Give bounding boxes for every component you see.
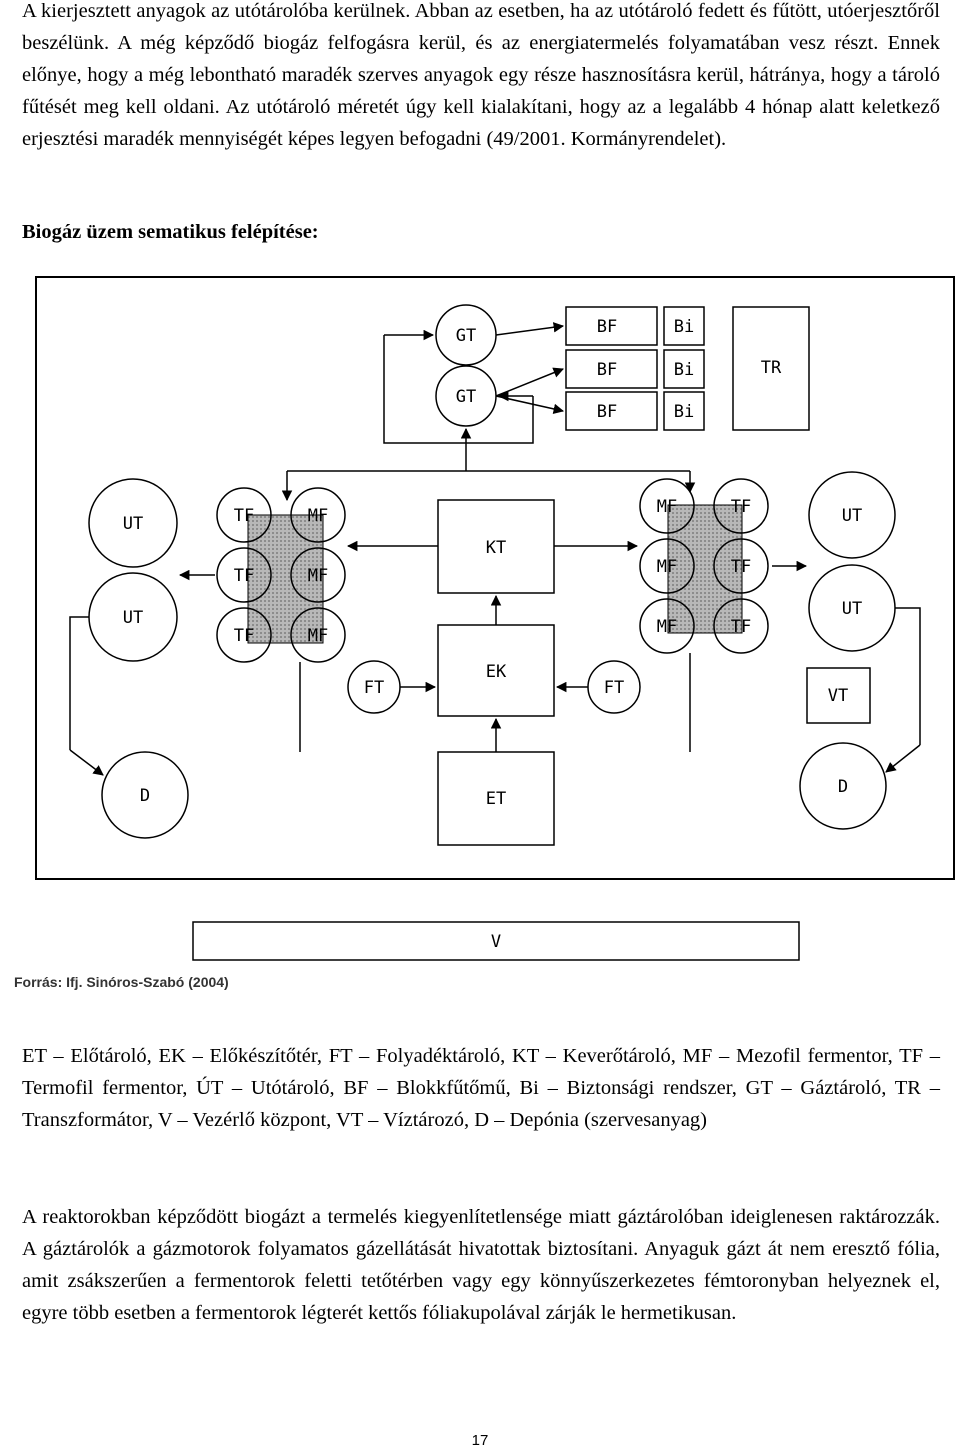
legend-paragraph: ET – Előtároló, EK – Előkészítőtér, FT –…: [22, 1045, 940, 1131]
ut-label: UT: [842, 506, 862, 526]
tf-label: TF: [731, 557, 751, 577]
ut-label: UT: [842, 599, 862, 619]
bf-label: BF: [597, 402, 617, 422]
diagram-heading: Biogáz üzem sematikus felépítése:: [22, 221, 319, 243]
gas-connectors: [281, 322, 696, 502]
ut-label: UT: [123, 514, 143, 534]
v-label: V: [491, 932, 501, 952]
diagram-source: Forrás: Ifj. Sinóros-Szabó (2004): [14, 974, 229, 990]
bf-label: BF: [597, 317, 617, 337]
mf-label: MF: [657, 497, 677, 517]
ft-label: FT: [604, 678, 624, 698]
vt-label: VT: [828, 686, 848, 706]
gt-label: GT: [456, 387, 476, 407]
flow-connectors: [69, 540, 921, 776]
control-center: V: [192, 921, 800, 961]
bi-label: Bi: [674, 360, 694, 380]
water-reservoir: VT: [806, 667, 871, 724]
left-depot: D: [101, 751, 189, 839]
tf-label: TF: [234, 506, 254, 526]
kt-label: KT: [486, 538, 506, 558]
ut-label: UT: [123, 608, 143, 628]
tr-label: TR: [761, 358, 782, 378]
tf-label: TF: [234, 626, 254, 646]
tf-label: TF: [731, 497, 751, 517]
right-fermenters: [639, 478, 769, 654]
bf-label: BF: [597, 360, 617, 380]
mf-label: MF: [308, 626, 328, 646]
intro-paragraph: A kierjesztett anyagok az utótárolóba ke…: [22, 0, 940, 150]
d-label: D: [140, 786, 150, 806]
gt-label: GT: [456, 326, 476, 346]
left-post-storage: [88, 478, 178, 662]
right-fermenter-block: [667, 504, 743, 634]
gas-storage-bottom: GT: [435, 365, 497, 427]
gas-storage-top: GT: [435, 304, 497, 366]
page-number: 17: [471, 1432, 489, 1449]
bi-label: Bi: [674, 402, 694, 422]
right-depot: D: [799, 742, 887, 830]
mixing-tank: KT: [437, 499, 555, 594]
et-label: ET: [486, 789, 506, 809]
ek-label: EK: [486, 662, 507, 682]
right-post-storage: [808, 471, 896, 652]
liquid-storage-right: FT: [587, 660, 641, 714]
chp-unit-2: BF Bi: [565, 349, 705, 389]
left-fermenters: [216, 487, 346, 663]
bi-label: Bi: [674, 317, 694, 337]
liquid-storage-left: FT: [347, 660, 401, 714]
pre-storage: ET: [437, 751, 555, 846]
biogas-plant-schematic: GT GT BF Bi BF Bi BF Bi TR: [14, 276, 955, 990]
d-label: D: [838, 777, 848, 797]
mf-label: MF: [308, 506, 328, 526]
closing-paragraph: A reaktorokban képződött biogázt a terme…: [22, 1206, 940, 1324]
tf-label: TF: [731, 617, 751, 637]
transformer: TR: [732, 306, 810, 431]
pretreatment-room: EK: [437, 624, 555, 717]
chp-unit-3: BF Bi: [565, 391, 705, 431]
ft-label: FT: [364, 678, 384, 698]
chp-unit-1: BF Bi: [565, 306, 705, 346]
mf-label: MF: [308, 566, 328, 586]
tf-label: TF: [234, 566, 254, 586]
mf-label: MF: [657, 557, 677, 577]
mf-label: MF: [657, 617, 677, 637]
